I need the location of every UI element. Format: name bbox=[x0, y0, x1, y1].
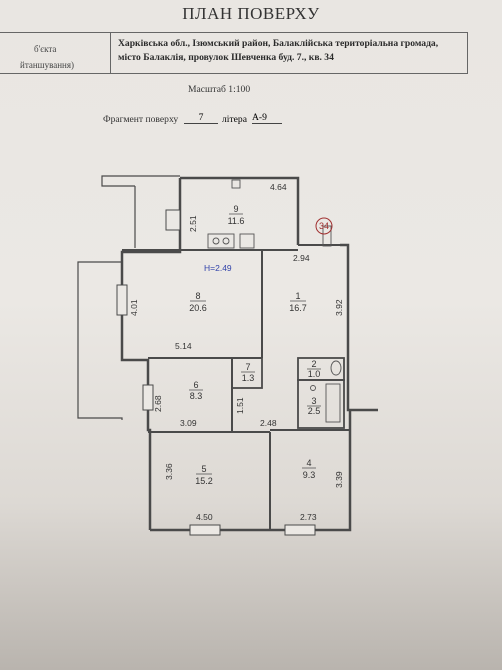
shaft-fixture bbox=[322, 225, 332, 247]
address-text: Харківська обл., Ізюмський район, Балакл… bbox=[118, 37, 468, 65]
room-3-label: 3 2.5 bbox=[307, 396, 321, 416]
dim-4-64: 4.64 bbox=[270, 182, 287, 192]
svg-text:1.0: 1.0 bbox=[308, 369, 321, 379]
dim-4-50: 4.50 bbox=[196, 512, 213, 522]
svg-text:8: 8 bbox=[195, 291, 200, 301]
sink-fixture bbox=[239, 233, 255, 249]
ceiling-height: Н=2.49 bbox=[204, 263, 232, 273]
stove-fixture bbox=[207, 233, 235, 249]
dim-3-36: 3.36 bbox=[164, 463, 174, 480]
room-8-label: 8 20.6 bbox=[189, 291, 207, 313]
svg-text:16.7: 16.7 bbox=[289, 303, 307, 313]
window-room-5 bbox=[189, 524, 221, 536]
room-9-label: 9 11.6 bbox=[228, 204, 245, 226]
object-label-bottom: йтаншування) bbox=[20, 60, 74, 70]
svg-text:7: 7 bbox=[245, 362, 250, 372]
vent-fixture bbox=[231, 179, 241, 189]
dim-2-68: 2.68 bbox=[153, 395, 163, 412]
tap-fixture bbox=[310, 385, 316, 391]
toilet-fixture bbox=[330, 360, 342, 376]
dim-2-94: 2.94 bbox=[293, 253, 310, 263]
plan-windows bbox=[116, 209, 316, 536]
bathtub-fixture bbox=[325, 383, 341, 423]
room-2-label: 2 1.0 bbox=[307, 359, 321, 379]
fragment-label: Фрагмент поверху bbox=[103, 114, 179, 125]
window-room-4 bbox=[284, 524, 316, 536]
room-5-label: 5 15.2 bbox=[195, 464, 213, 486]
dim-2-51: 2.51 bbox=[188, 215, 198, 232]
address-line-1: Харківська обл., Ізюмський район, Балакл… bbox=[118, 38, 439, 49]
room-1-label: 1 16.7 bbox=[289, 291, 307, 313]
object-label-top: б'єкта bbox=[34, 44, 57, 54]
page-title: ПЛАН ПОВЕРХУ bbox=[182, 4, 320, 23]
apartment-marker-circle bbox=[315, 217, 333, 235]
outer-wall-right bbox=[340, 243, 378, 412]
plan-walls bbox=[77, 175, 378, 532]
svg-text:1: 1 bbox=[295, 291, 300, 301]
litera-value: А-9 bbox=[252, 112, 282, 124]
window-room-8 bbox=[116, 284, 128, 316]
svg-text:4: 4 bbox=[306, 458, 311, 468]
outer-wall bbox=[180, 176, 300, 245]
apartment-marker: 34 bbox=[319, 221, 329, 231]
dim-2-73: 2.73 bbox=[300, 512, 317, 522]
svg-text:15.2: 15.2 bbox=[195, 476, 213, 486]
outer-wall-left bbox=[120, 178, 182, 530]
dim-5-14: 5.14 bbox=[175, 341, 192, 351]
window-room-6 bbox=[142, 384, 154, 411]
svg-text:8.3: 8.3 bbox=[190, 391, 203, 401]
room-3-walls bbox=[297, 379, 345, 429]
litera-label: літера bbox=[222, 114, 247, 125]
stove-burner bbox=[212, 237, 220, 245]
svg-text:2.5: 2.5 bbox=[308, 406, 321, 416]
room-7-label: 7 1.3 bbox=[241, 362, 255, 383]
svg-text:2: 2 bbox=[311, 359, 316, 369]
svg-text:11.6: 11.6 bbox=[228, 216, 245, 226]
plan-fixtures bbox=[207, 179, 342, 423]
dim-2-48: 2.48 bbox=[260, 418, 277, 428]
dim-4-01: 4.01 bbox=[129, 299, 139, 316]
address-line-2: місто Балаклія, провулок Шевченка буд. 7… bbox=[118, 52, 334, 63]
svg-text:9.3: 9.3 bbox=[303, 470, 316, 480]
room-6-label: 6 8.3 bbox=[189, 380, 203, 401]
svg-text:1.3: 1.3 bbox=[242, 373, 255, 383]
svg-text:5: 5 bbox=[201, 464, 206, 474]
fragment-value: 7 bbox=[184, 112, 218, 124]
address-table-divider bbox=[110, 32, 111, 73]
svg-text:9: 9 bbox=[233, 204, 238, 214]
address-table bbox=[0, 32, 468, 74]
scale-label: Масштаб 1:100 bbox=[188, 84, 251, 95]
svg-text:6: 6 bbox=[193, 380, 198, 390]
stove-burner bbox=[222, 237, 230, 245]
room-7-walls bbox=[231, 357, 263, 389]
svg-text:3: 3 bbox=[311, 396, 316, 406]
dim-1-51: 1.51 bbox=[235, 397, 245, 414]
dim-3-09: 3.09 bbox=[180, 418, 197, 428]
room-4-label: 4 9.3 bbox=[302, 458, 316, 480]
balcony-left bbox=[77, 261, 123, 420]
dim-3-39: 3.39 bbox=[334, 471, 344, 488]
dim-3-92: 3.92 bbox=[334, 299, 344, 316]
svg-text:20.6: 20.6 bbox=[189, 303, 207, 313]
balcony-top bbox=[101, 175, 180, 187]
window-room-9 bbox=[165, 209, 181, 231]
